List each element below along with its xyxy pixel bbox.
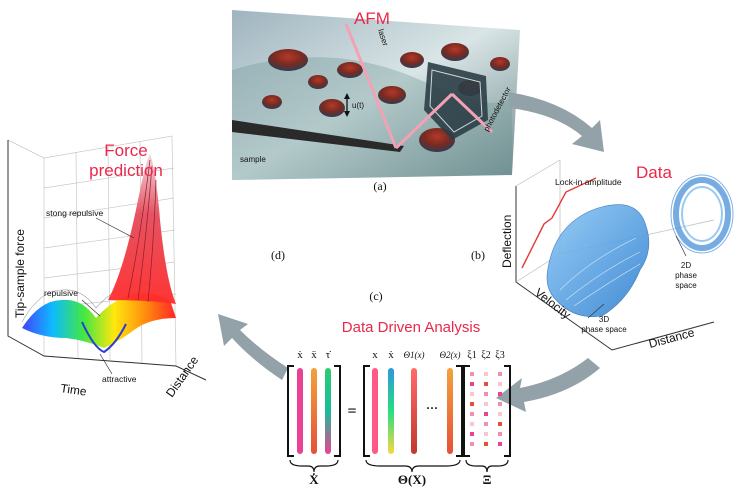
label-repulsive: repulsive: [44, 288, 78, 298]
sample-label: sample: [240, 155, 266, 164]
phase-3d-label-line1: 3D: [599, 315, 609, 324]
header-xi3: ξ3: [495, 350, 504, 361]
bracket-left-xdot: [287, 365, 294, 457]
afm-bump: [262, 95, 282, 109]
theta-column: [388, 368, 394, 454]
force-attractive-dip: [81, 321, 127, 354]
label-attractive: attractive: [102, 374, 137, 384]
xi-coefficient-grid: [470, 372, 502, 446]
flow-arrows: [218, 92, 604, 412]
force-peak: [108, 154, 176, 304]
bracket-right-xi: [504, 365, 511, 457]
afm-bump: [378, 86, 406, 104]
bracket-left-xi: [463, 365, 470, 457]
axis-distance-label-d: Distance: [163, 353, 201, 400]
underbrace-xdot: [289, 459, 339, 473]
arrow-b-to-c-icon: [496, 358, 600, 412]
header-xdot: ẋ: [297, 349, 303, 361]
header-xdot-theta: ẋ: [388, 349, 394, 361]
axis-force-label: Tip-sample force: [13, 229, 27, 318]
caption-b: (b): [471, 248, 485, 262]
afm-laser-beam: [344, 23, 398, 149]
axis-distance-label-b: Distance: [647, 325, 696, 351]
axis-deflection-label: Deflection: [500, 215, 514, 268]
header-xi1: ξ1: [467, 350, 476, 361]
theta-column: [372, 368, 378, 454]
afm-laser-reflection: [394, 92, 454, 150]
bracket-right-xdot: [334, 365, 341, 457]
force-title-line2: prediction: [89, 161, 163, 180]
afm-bump: [490, 57, 510, 71]
lockin-label: Lock-in amplitude: [555, 177, 622, 187]
arrow-a-to-b-icon: [508, 92, 604, 152]
header-theta2: Θ2(x): [440, 350, 461, 360]
panel-a-afm: AFM laser photodetector u(t) sample (a): [232, 9, 520, 193]
force-title-line1: Force: [104, 141, 147, 160]
xdot-column: [325, 368, 331, 454]
underbrace-theta: [365, 459, 461, 473]
force-surface-base: [22, 292, 176, 348]
label-strong-repulsive: stong repulsive: [46, 208, 103, 218]
header-x: x: [372, 349, 378, 361]
displacement-label: u(t): [352, 101, 364, 110]
panel-c-analysis: Data Driven Analysis (c) ẋ ẍ τ̇ x ẋ Θ1(x…: [287, 289, 511, 487]
bracket-left-theta: [363, 365, 370, 457]
lockin-amplitude-line: [521, 177, 597, 269]
header-xddot: ẍ: [311, 349, 317, 361]
data-title: Data: [636, 163, 672, 182]
afm-bump: [441, 43, 469, 61]
force-axes-frame: [7, 140, 207, 381]
xdot-column: [297, 368, 303, 454]
theta-column: [411, 368, 417, 454]
label-xi-matrix: Ξ: [483, 472, 492, 487]
afm-bump: [268, 49, 308, 71]
afm-bump: [400, 52, 424, 68]
header-theta1: Θ1(x): [404, 350, 425, 360]
afm-bump: [419, 128, 455, 152]
label-xdot-matrix: Ẋ: [309, 472, 319, 487]
phase-2d-label-line1: 2D: [681, 261, 691, 270]
bracket-right-theta: [456, 365, 463, 457]
displacement-arrow-icon: [344, 93, 350, 117]
caption-d: (d): [271, 248, 285, 262]
afm-title: AFM: [354, 9, 390, 28]
afm-bump: [319, 99, 345, 117]
equals-sign: =: [347, 403, 356, 420]
phase-2d-label-line2: phase: [675, 271, 697, 280]
phase-2d-label-line3: space: [675, 281, 697, 290]
phase-space-3d-surface: [546, 204, 650, 317]
label-theta-matrix: Θ(X): [398, 472, 426, 487]
analysis-title: Data Driven Analysis: [342, 319, 480, 336]
underbrace-xi: [465, 459, 509, 473]
afm-cantilever: [232, 120, 404, 152]
xdot-column: [311, 368, 317, 454]
header-xi2: ξ2: [481, 350, 490, 361]
afm-bump: [308, 75, 328, 89]
caption-a: (a): [373, 179, 386, 193]
theta-ellipsis: ···: [426, 401, 438, 415]
axis-time-label: Time: [60, 381, 88, 399]
afm-photodetector: [424, 62, 488, 140]
theta-column: [447, 368, 453, 454]
data-axes-frame: [515, 186, 715, 351]
arrow-c-to-d-icon: [218, 314, 288, 380]
panel-b-data: Data Lock-in amplitude Deflection Veloci…: [471, 159, 734, 351]
header-taudot: τ̇: [326, 349, 331, 361]
panel-d-force: Force prediction Tip-sample force Time D…: [7, 135, 285, 400]
phase-space-2d-ring: [670, 174, 734, 254]
afm-bump: [337, 62, 363, 78]
caption-c: (c): [369, 289, 382, 303]
phase-3d-label-line2: phase space: [581, 325, 627, 334]
